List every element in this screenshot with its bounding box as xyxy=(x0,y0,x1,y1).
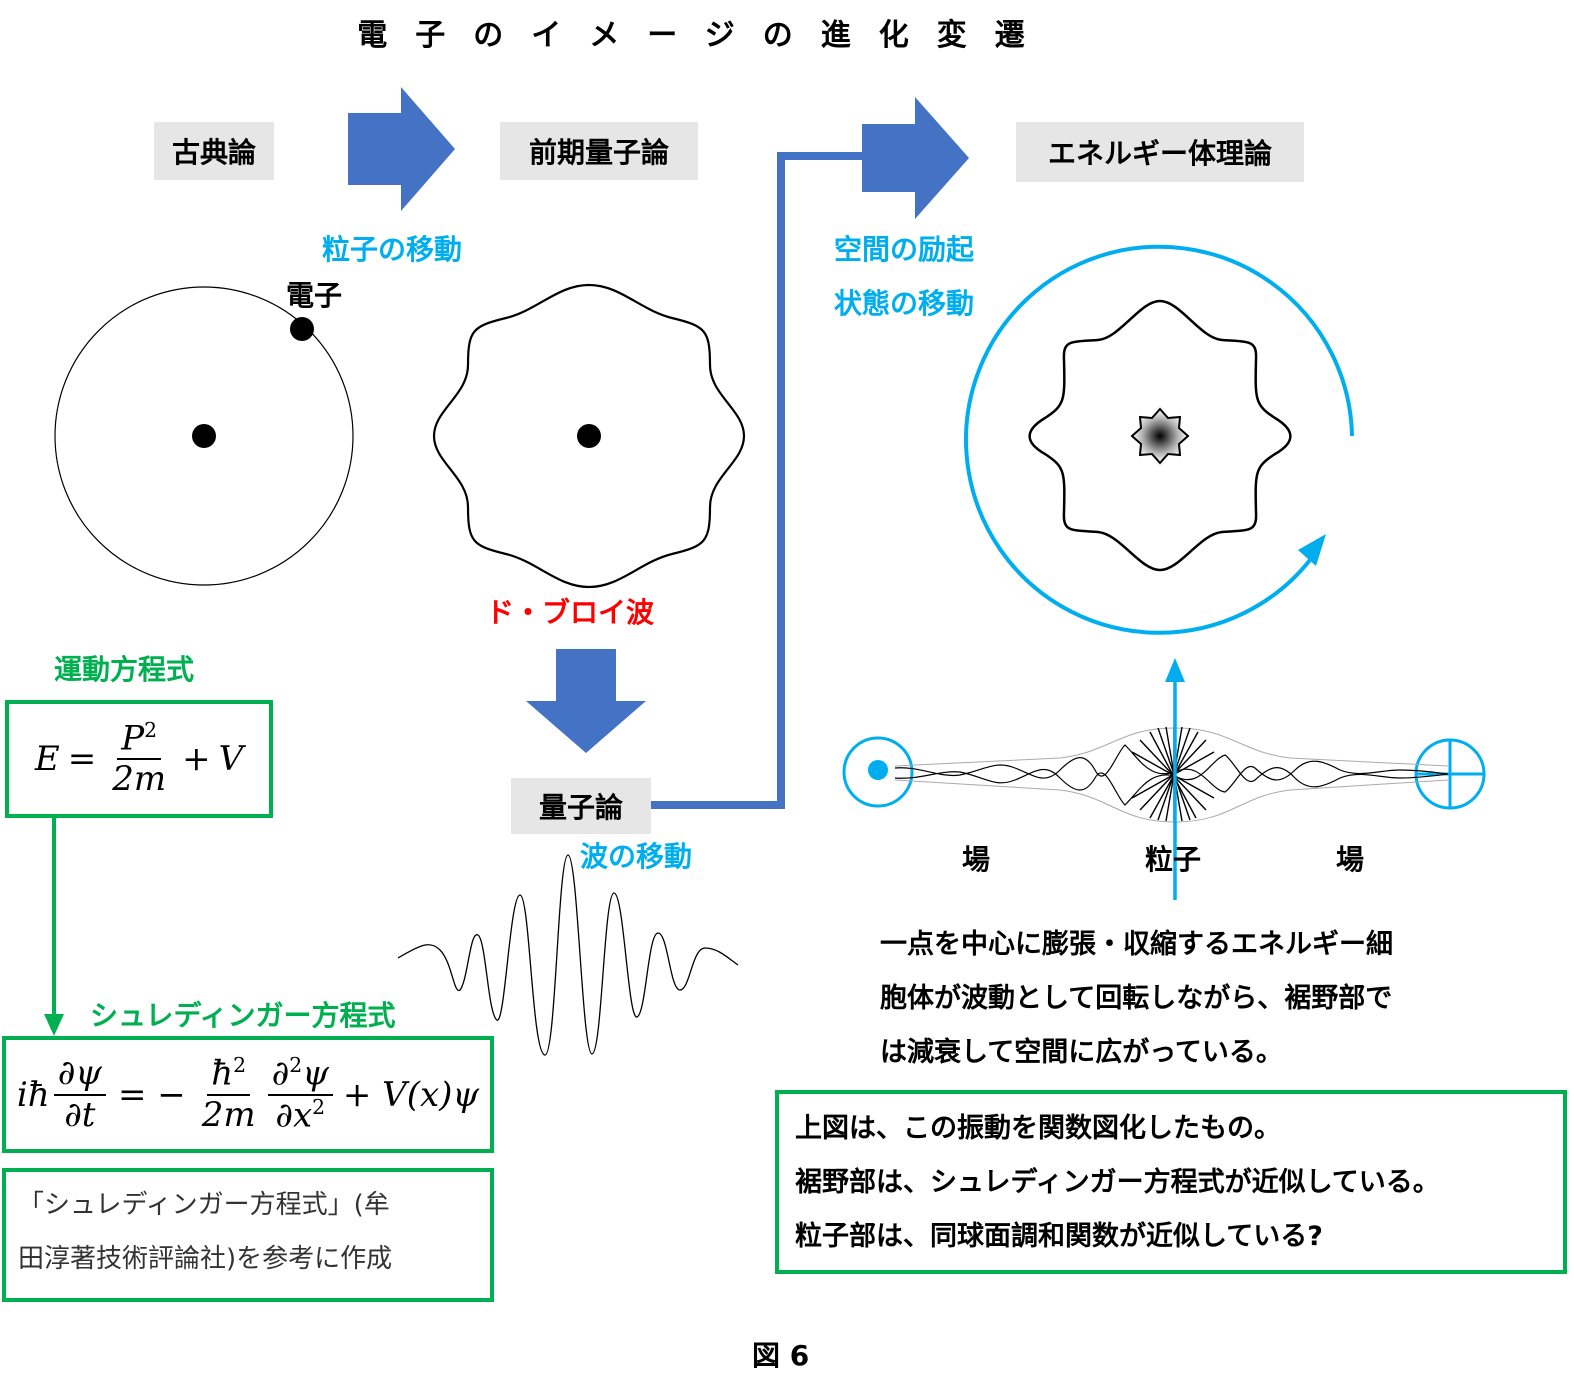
label-state-motion: 状態の移動 xyxy=(834,287,975,320)
stage-quantum-label: 量子論 xyxy=(538,791,623,824)
stage-energy-body: エネルギー体理論 xyxy=(1016,122,1304,182)
rotation-arrowhead-icon xyxy=(1298,534,1326,566)
label-de-broglie: ド・ブロイ波 xyxy=(486,596,655,629)
stage-classical-label: 古典論 xyxy=(171,136,256,169)
rotation-arc xyxy=(964,244,1354,635)
label-particle-motion: 粒子の移動 xyxy=(322,233,463,266)
field-left-circle xyxy=(842,736,914,808)
field-left-dot xyxy=(868,760,888,780)
description-text: 一点を中心に膨張・収縮するエネルギー細 胞体が波動として回転しながら、裾野部で … xyxy=(880,918,1393,1080)
motion-equation-title: 運動方程式 xyxy=(54,653,195,686)
arrow-down-icon xyxy=(526,649,646,753)
label-electron: 電子 xyxy=(286,279,343,312)
summary-line-2: 裾野部は、シュレディンガー方程式が近似している。 xyxy=(795,1167,1440,1198)
description-line-2: 胞体が波動として回転しながら、裾野部で xyxy=(880,983,1393,1014)
reference-note-line-2: 田淳著技術評論社)を参考に作成 xyxy=(18,1244,393,1274)
stage-energy-body-label: エネルギー体理論 xyxy=(1047,137,1272,170)
summary-line-3: 粒子部は、同球面調和関数が近似している? xyxy=(795,1221,1323,1252)
label-field-right: 場 xyxy=(1336,843,1365,876)
orbit-circle xyxy=(54,286,354,586)
summary-box: 上図は、この振動を関数図化したもの。 裾野部は、シュレディンガー方程式が近似して… xyxy=(775,1090,1567,1274)
reference-note-box: 「シュレディンガー方程式」(牟 田淳著技術評論社)を参考に作成 xyxy=(2,1168,494,1302)
arrow-up-icon xyxy=(1165,658,1185,682)
arrow-down-icon xyxy=(44,1014,64,1036)
stage-classical: 古典論 xyxy=(154,122,274,180)
description-line-3: は減衰して空間に広がっている。 xyxy=(880,1037,1283,1068)
schrodinger-equation-title: シュレディンガー方程式 xyxy=(90,999,396,1032)
nucleus-dot xyxy=(192,424,216,448)
motion-equation-box: E = P2 2m + V xyxy=(5,700,273,818)
label-field-left: 場 xyxy=(962,843,991,876)
schrodinger-equation-box: iħ ∂ψ ∂t = − ħ2 2m ∂2ψ ∂x2 + V(x)ψ xyxy=(2,1036,494,1153)
wave-packet xyxy=(397,854,739,1056)
particle-core-star xyxy=(1130,407,1190,465)
electron-dot xyxy=(290,317,314,341)
stage-quantum: 量子論 xyxy=(511,778,651,834)
energy-body-star xyxy=(1028,299,1292,572)
connector-line xyxy=(651,152,862,809)
stage-early-quantum: 前期量子論 xyxy=(500,122,698,180)
de-broglie-wave-ring xyxy=(432,283,746,589)
motion-equation: E = P2 2m + V xyxy=(34,717,244,800)
figure-caption: 図 6 xyxy=(752,1339,810,1372)
arrow-right-icon xyxy=(862,97,969,219)
arrow-right-icon xyxy=(348,87,455,211)
label-space-excitation: 空間の励起 xyxy=(834,233,975,266)
schrodinger-equation: iħ ∂ψ ∂t = − ħ2 2m ∂2ψ ∂x2 + V(x)ψ xyxy=(16,1053,480,1135)
reference-note-line-1: 「シュレディンガー方程式」(牟 xyxy=(18,1190,390,1220)
nucleus-dot xyxy=(577,424,601,448)
label-wave-motion: 波の移動 xyxy=(580,840,693,873)
description-line-1: 一点を中心に膨張・収縮するエネルギー細 xyxy=(880,929,1393,960)
summary-line-1: 上図は、この振動を関数図化したもの。 xyxy=(795,1113,1281,1144)
label-particle: 粒子 xyxy=(1145,843,1202,876)
diagram-title: 電子のイメージの進化変遷 xyxy=(357,18,1053,53)
stage-early-quantum-label: 前期量子論 xyxy=(528,136,669,169)
